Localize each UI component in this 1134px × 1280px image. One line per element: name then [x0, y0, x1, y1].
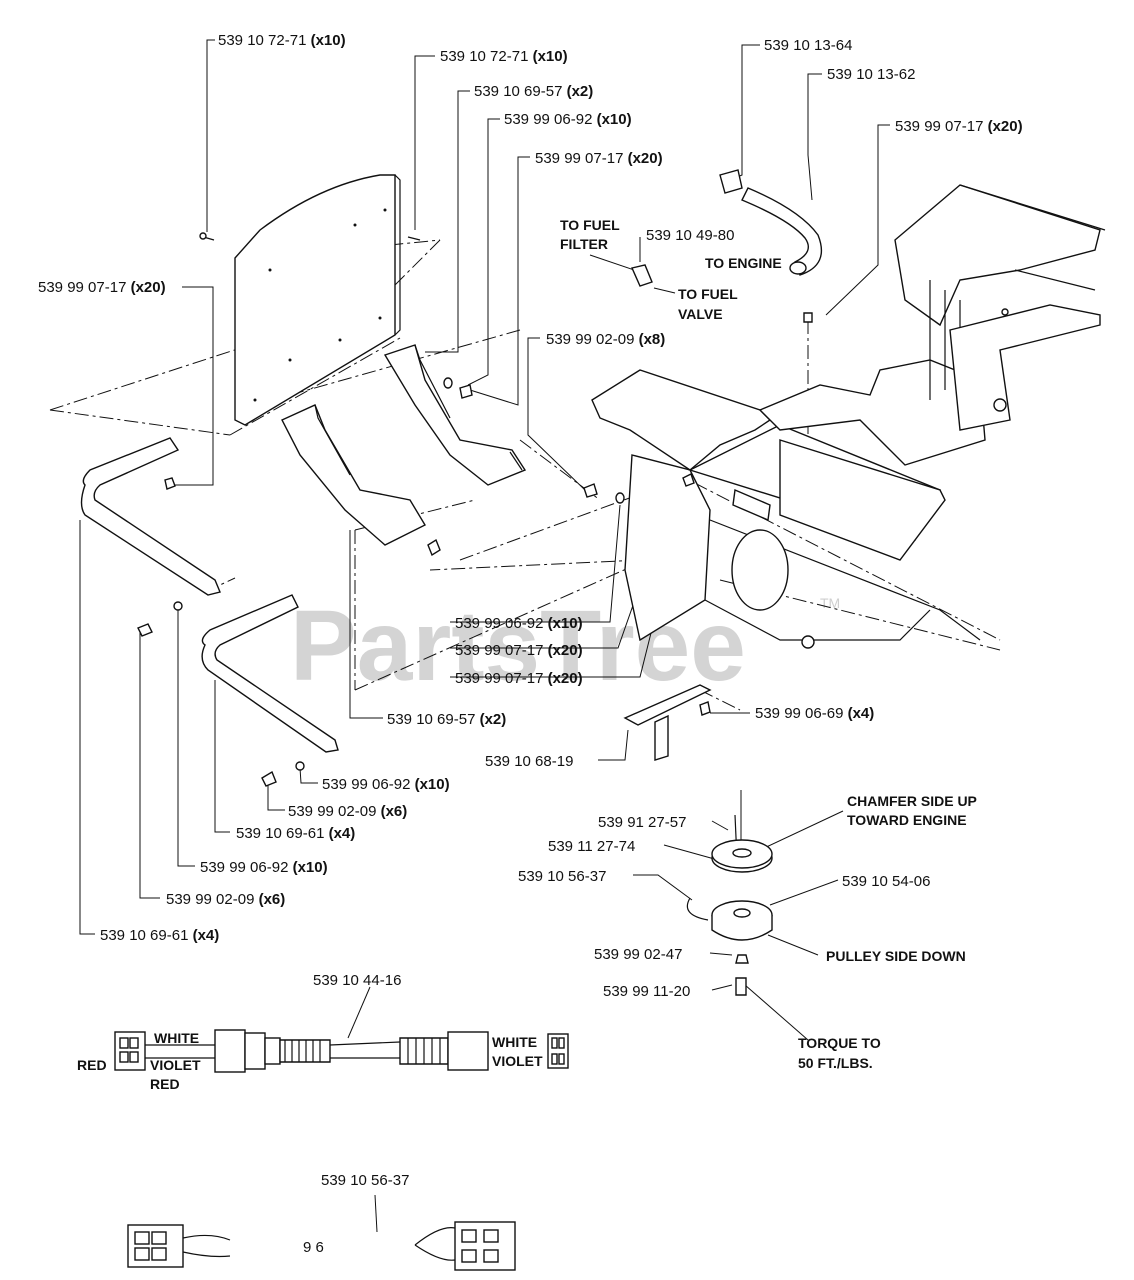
callout-l10: 539 99 07-17 (x20)	[38, 279, 166, 296]
left-hardware	[137, 601, 305, 787]
callout-l21: 539 99 06-92 (x10)	[200, 859, 328, 876]
note-to-fuel-valve-1: TO FUEL	[678, 286, 738, 302]
callout-l26: 539 10 56-37	[518, 868, 606, 885]
callout-l18: 539 99 06-92 (x10)	[322, 776, 450, 793]
wire-violet-left: VIOLET	[150, 1057, 201, 1073]
frame-bolt	[583, 312, 813, 504]
bracket-upper	[383, 344, 527, 486]
callout-l1: 539 10 72-71 (x10)	[218, 32, 346, 49]
pin-marks: 9 6	[303, 1239, 324, 1256]
fuel-hoses	[631, 169, 823, 287]
wire-white-left: WHITE	[154, 1030, 199, 1046]
bracket-lower	[281, 404, 426, 546]
callouts: 539 10 72-71 (x10) 539 10 72-71 (x10) 53…	[38, 32, 1023, 1189]
callout-l12: 539 99 06-92 (x10)	[455, 615, 583, 632]
wire-labels: RED WHITE VIOLET RED WHITE VIOLET	[77, 1030, 543, 1092]
callout-l19: 539 99 02-09 (x6)	[288, 803, 407, 820]
wire-white-right: WHITE	[492, 1034, 537, 1050]
callout-l5: 539 99 07-17 (x20)	[535, 150, 663, 167]
callout-l22: 539 99 02-09 (x6)	[166, 891, 285, 908]
mounting-plate	[199, 174, 421, 426]
callout-l20: 539 10 69-61 (x4)	[236, 825, 355, 842]
callout-l3: 539 10 69-57 (x2)	[474, 83, 593, 100]
callout-l25: 539 11 27-74	[548, 838, 635, 855]
callout-l16: 539 99 06-69 (x4)	[755, 705, 874, 722]
callout-l8: 539 99 07-17 (x20)	[895, 118, 1023, 135]
wire-red-left: RED	[77, 1057, 107, 1073]
wire-harness	[114, 1029, 569, 1073]
callout-l13: 539 99 07-17 (x20)	[455, 642, 583, 659]
callout-l7: 539 10 13-62	[827, 66, 915, 83]
washer-nut-upper	[427, 377, 473, 557]
callout-l2: 539 10 72-71 (x10)	[440, 48, 568, 65]
bumper-bar-rear	[80, 437, 221, 596]
watermark-tm: TM	[820, 595, 840, 611]
notes: TO FUEL FILTER TO ENGINE TO FUEL VALVE C…	[560, 217, 977, 1071]
note-to-fuel-valve-2: VALVE	[678, 306, 723, 322]
wire-harness-bottom: 9 6	[127, 1221, 516, 1271]
wire-violet-right: VIOLET	[492, 1053, 543, 1069]
small-bracket	[623, 684, 712, 761]
clutch-assembly	[686, 814, 773, 996]
callout-l6: 539 10 13-64	[764, 37, 852, 54]
callout-l30: 539 10 44-16	[313, 972, 401, 989]
note-to-fuel-filter-1: TO FUEL	[560, 217, 620, 233]
callout-l29: 539 99 11-20	[603, 983, 690, 1000]
note-chamfer-2: TOWARD ENGINE	[847, 812, 967, 828]
note-torque-2: 50 FT./LBS.	[798, 1055, 873, 1071]
callout-l4: 539 99 06-92 (x10)	[504, 111, 632, 128]
note-chamfer-1: CHAMFER SIDE UP	[847, 793, 977, 809]
note-pulley-side: PULLEY SIDE DOWN	[826, 948, 966, 964]
main-frame	[591, 184, 1106, 649]
leader-lines	[79, 39, 890, 1233]
note-torque-1: TORQUE TO	[798, 1035, 881, 1051]
callout-l24: 539 91 27-57	[598, 814, 686, 831]
callout-l14: 539 99 07-17 (x20)	[455, 670, 583, 687]
note-to-engine: TO ENGINE	[705, 255, 782, 271]
callout-l15: 539 10 69-57 (x2)	[387, 711, 506, 728]
callout-l23: 539 10 69-61 (x4)	[100, 927, 219, 944]
callout-l28: 539 99 02-47	[594, 946, 682, 963]
callout-l27: 539 10 54-06	[842, 873, 930, 890]
callout-l9: 539 10 49-80	[646, 227, 734, 244]
note-to-fuel-filter-2: FILTER	[560, 236, 608, 252]
callout-l31: 539 10 56-37	[321, 1172, 409, 1189]
bumper-bar-front	[201, 594, 339, 753]
wire-red-below: RED	[150, 1076, 180, 1092]
callout-l17: 539 10 68-19	[485, 753, 573, 770]
callout-l11: 539 99 02-09 (x8)	[546, 331, 665, 348]
